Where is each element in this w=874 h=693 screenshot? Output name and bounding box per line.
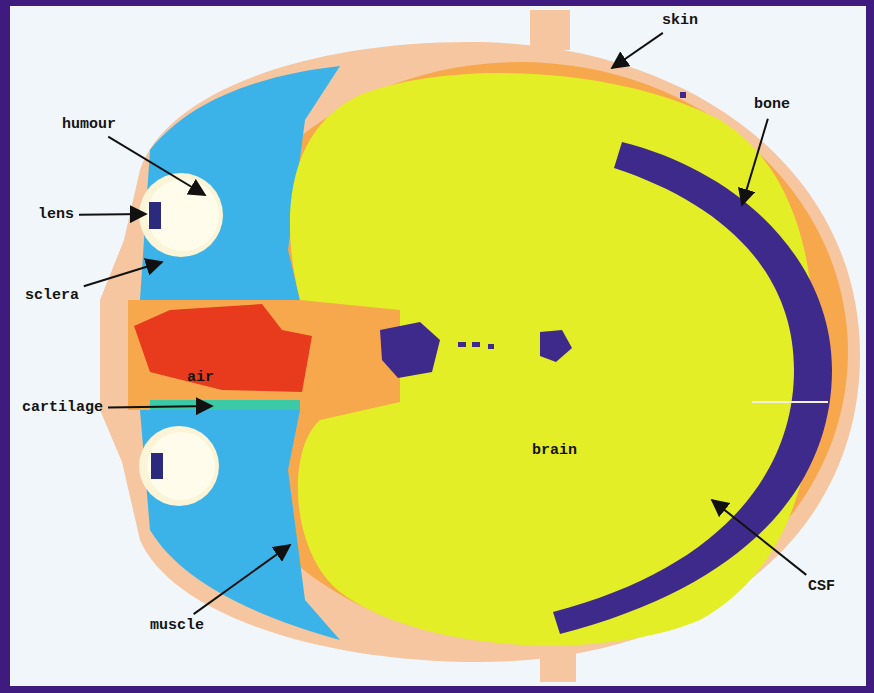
part-label: skin: [662, 12, 698, 30]
part-label: bone: [754, 96, 790, 114]
part-label: muscle: [150, 617, 204, 635]
part-label: air: [187, 369, 214, 387]
air-region: [134, 304, 312, 392]
brain-region: [290, 73, 815, 645]
part-label: brain: [532, 442, 577, 460]
bone-region: [553, 142, 832, 634]
part-label: humour: [62, 116, 116, 134]
background: [10, 6, 866, 686]
sclera: [139, 426, 219, 506]
leader-arrow: [108, 406, 212, 407]
part-label: lens: [38, 206, 74, 224]
bone-region: [380, 322, 440, 378]
nasal-tissue: [128, 300, 400, 410]
part-label: CSF: [808, 578, 835, 596]
lens: [151, 453, 163, 479]
leader-arrow: [742, 119, 768, 205]
bone-dot: [488, 344, 494, 349]
leader-arrow: [108, 137, 205, 195]
leader-arrow: [84, 262, 162, 286]
sclera: [139, 173, 223, 257]
bone-dot: [680, 92, 686, 98]
midline: [752, 401, 828, 403]
part-label: sclera: [25, 287, 79, 305]
bone-region: [540, 330, 572, 362]
cartilage-strip: [150, 400, 300, 410]
lens: [149, 202, 161, 229]
leader-arrow: [612, 33, 663, 68]
humour: [147, 432, 215, 500]
bone-dot: [472, 342, 480, 347]
humour: [147, 179, 219, 251]
bone-dot: [458, 342, 466, 347]
skin-layer: [100, 42, 860, 662]
leader-arrow: [712, 500, 806, 575]
leader-arrow: [194, 545, 290, 614]
leader-arrow: [79, 213, 146, 216]
ear-skin: [530, 10, 570, 50]
part-label: cartilage: [22, 399, 103, 417]
